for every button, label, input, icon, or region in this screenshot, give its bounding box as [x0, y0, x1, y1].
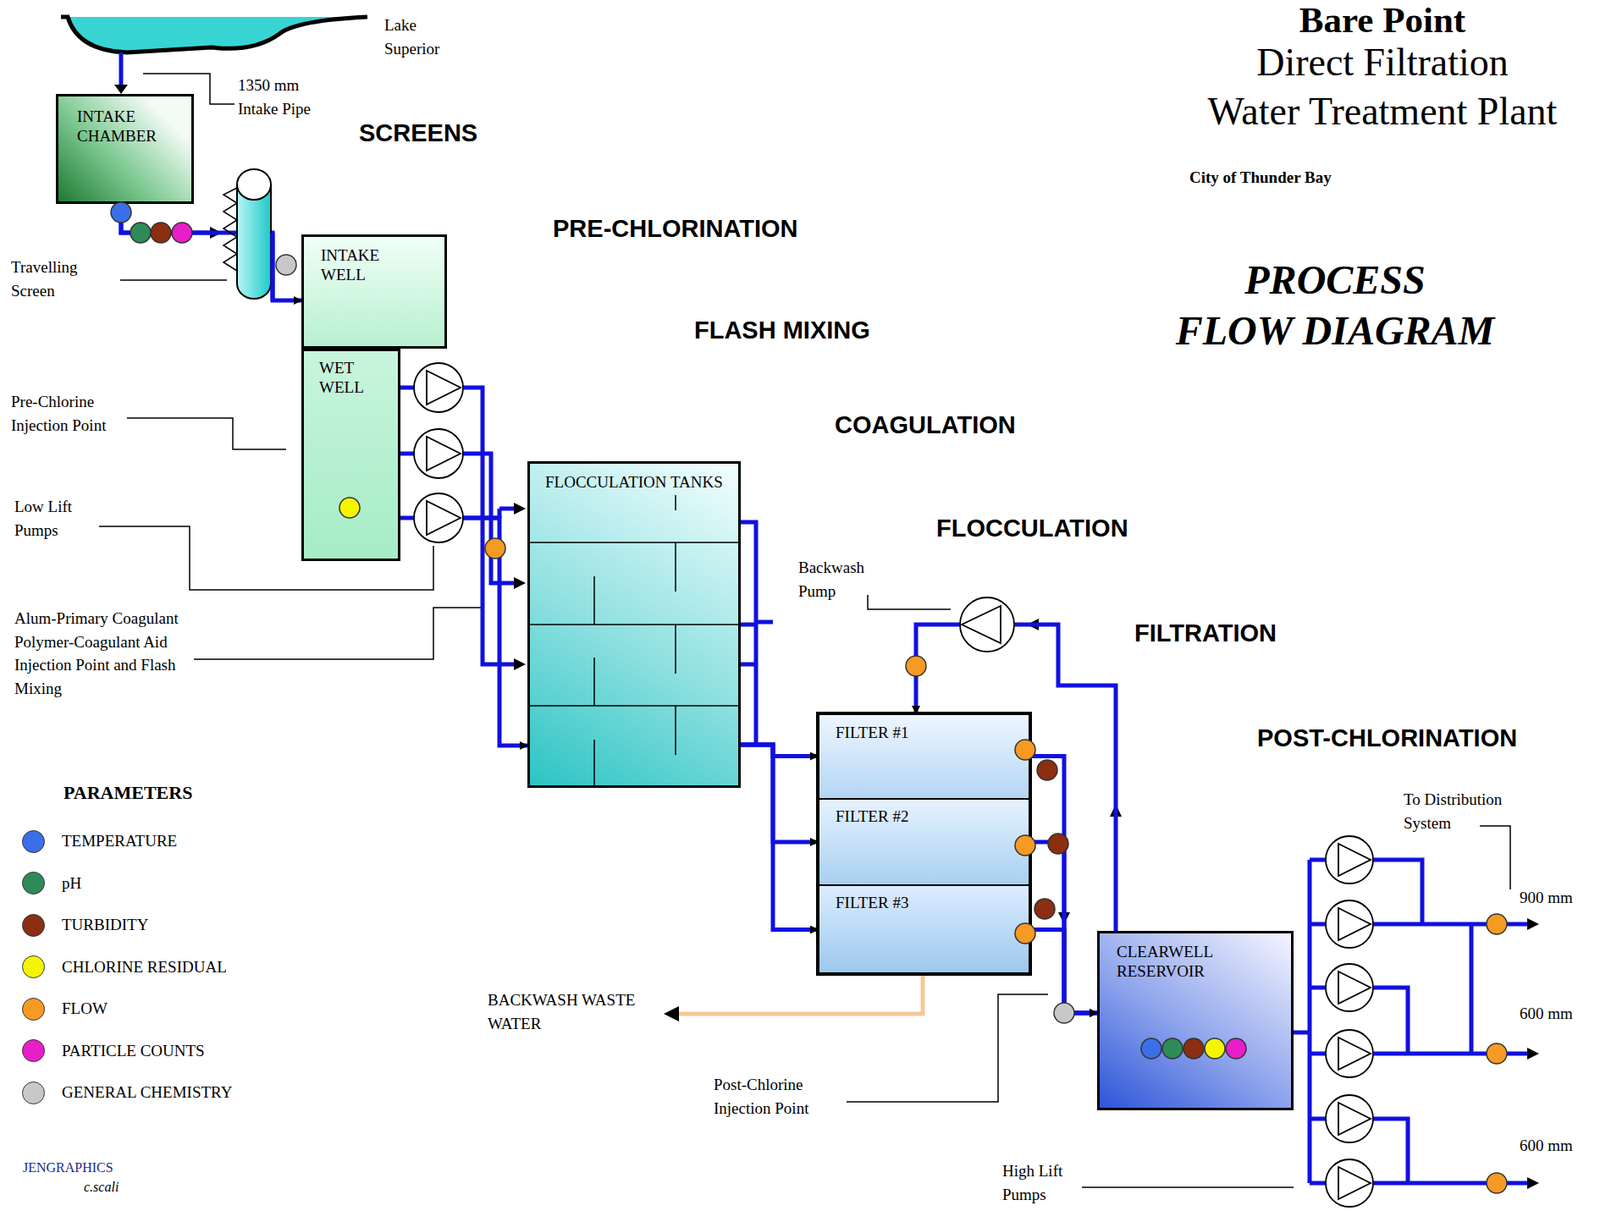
waste-line: [677, 974, 923, 1015]
legend-label: pH: [61, 871, 82, 896]
pipe: [121, 204, 212, 233]
flow-pipe: [121, 204, 302, 301]
callout-label: City of Thunder Bay: [1189, 165, 1332, 190]
flow-pipe: [1030, 756, 1098, 1015]
callout-label: c.scali: [83, 1179, 119, 1196]
box-label: FILTER #2: [835, 806, 1013, 827]
leader-lines: [99, 73, 1511, 1188]
process-box: FILTER #3: [817, 885, 1031, 975]
callout-label: BACKWASH WASTE WATER: [487, 988, 649, 1036]
callout-label: Water Treatment Plant: [1208, 88, 1558, 135]
section-heading: FLOCCULATION: [936, 513, 1129, 544]
callout-label: Backwash Pump: [798, 556, 883, 603]
callout-label: Alum-Primary Coagulant Polymer-Coagulant…: [14, 606, 208, 701]
legend-label: PARTICLE COUNTS: [61, 1039, 205, 1064]
plant-title: Bare Point: [1299, 0, 1466, 43]
legend-swatch: [22, 830, 45, 854]
flow-pipe: [1030, 842, 1098, 1014]
box-label: FILTER #1: [835, 722, 1013, 743]
box-label: INTAKE CHAMBER: [77, 106, 173, 146]
callout-label: Pre-Chlorine Injection Point: [11, 390, 130, 437]
flow-pipe: [400, 518, 528, 746]
pumps: [413, 363, 1374, 1208]
callout-label: FLOW DIAGRAM: [1175, 306, 1496, 356]
arrowhead: [663, 1006, 679, 1022]
section-heading: PRE-CHLORINATION: [552, 214, 798, 244]
legend-swatch: [22, 914, 45, 938]
lake-shore: [60, 16, 368, 53]
legend-label: CHLORINE RESIDUAL: [61, 955, 227, 980]
callout-label: Post-Chlorine Injection Point: [713, 1073, 841, 1120]
callout-label: Direct Filtration: [1256, 38, 1509, 86]
callout-label: High Lift Pumps: [1002, 1159, 1079, 1207]
callout-label: JENGRAPHICS: [22, 1159, 114, 1176]
travelling-screen: [223, 169, 271, 299]
intake-pipe: [119, 52, 124, 89]
legend-label: GENERAL CHEMISTRY: [61, 1081, 232, 1105]
legend-swatch: [22, 998, 45, 1021]
process-box: INTAKE CHAMBER: [55, 93, 194, 205]
callout-label: Lake Superior: [384, 13, 469, 61]
callout-label: Low Lift Pumps: [14, 495, 87, 542]
arrowhead: [114, 84, 128, 94]
process-box: FILTER #2: [817, 799, 1031, 886]
callout-label: To Distribution System: [1403, 788, 1523, 835]
process-box: INTAKE WELL: [301, 234, 447, 349]
sensor-dots: [110, 202, 1507, 1194]
process-box: FLOCCULATION TANKS: [527, 461, 741, 789]
callout-label: 600 mm: [1519, 1134, 1573, 1159]
pipes: [400, 387, 1528, 1184]
flow-pipe: [740, 744, 818, 931]
box-label: FILTER #3: [835, 893, 1013, 913]
legend-swatch: [22, 1039, 45, 1063]
process-box: FILTER #1: [817, 713, 1031, 800]
legend-swatch: [22, 1081, 45, 1105]
box-label: CLEARWELL RESERVOIR: [1116, 942, 1275, 982]
section-heading: FILTRATION: [1134, 618, 1277, 649]
section-heading: COAGULATION: [834, 410, 1016, 441]
section-heading: SCREENS: [358, 118, 478, 149]
process-box: WET WELL: [301, 348, 401, 562]
section-heading: POST-CHLORINATION: [1257, 723, 1518, 754]
callout-label: 900 mm: [1519, 886, 1573, 911]
legend-label: TEMPERATURE: [61, 829, 177, 854]
box-label: FLOCCULATION TANKS: [545, 472, 723, 492]
callout-label: PROCESS: [1244, 255, 1425, 305]
callout-label: 600 mm: [1519, 1002, 1573, 1027]
legend-swatch: [22, 871, 45, 895]
legend-label: FLOW: [61, 997, 108, 1021]
process-box: CLEARWELL RESERVOIR: [1097, 931, 1294, 1111]
flow-pipe: [1030, 930, 1098, 1015]
legend-label: TURBIDITY: [61, 913, 149, 938]
flow-pipe: [740, 744, 818, 843]
section-heading: FLASH MIXING: [694, 315, 871, 346]
legend-swatch: [22, 955, 45, 979]
box-label: INTAKE WELL: [320, 245, 428, 285]
filter-frame: [817, 713, 1031, 975]
pipe: [270, 232, 276, 301]
callout-label: Travelling Screen: [11, 255, 105, 303]
box-label: WET WELL: [319, 358, 383, 398]
callout-label: 1350 mm Intake Pipe: [237, 73, 336, 121]
callout-label: PARAMETERS: [63, 782, 193, 805]
